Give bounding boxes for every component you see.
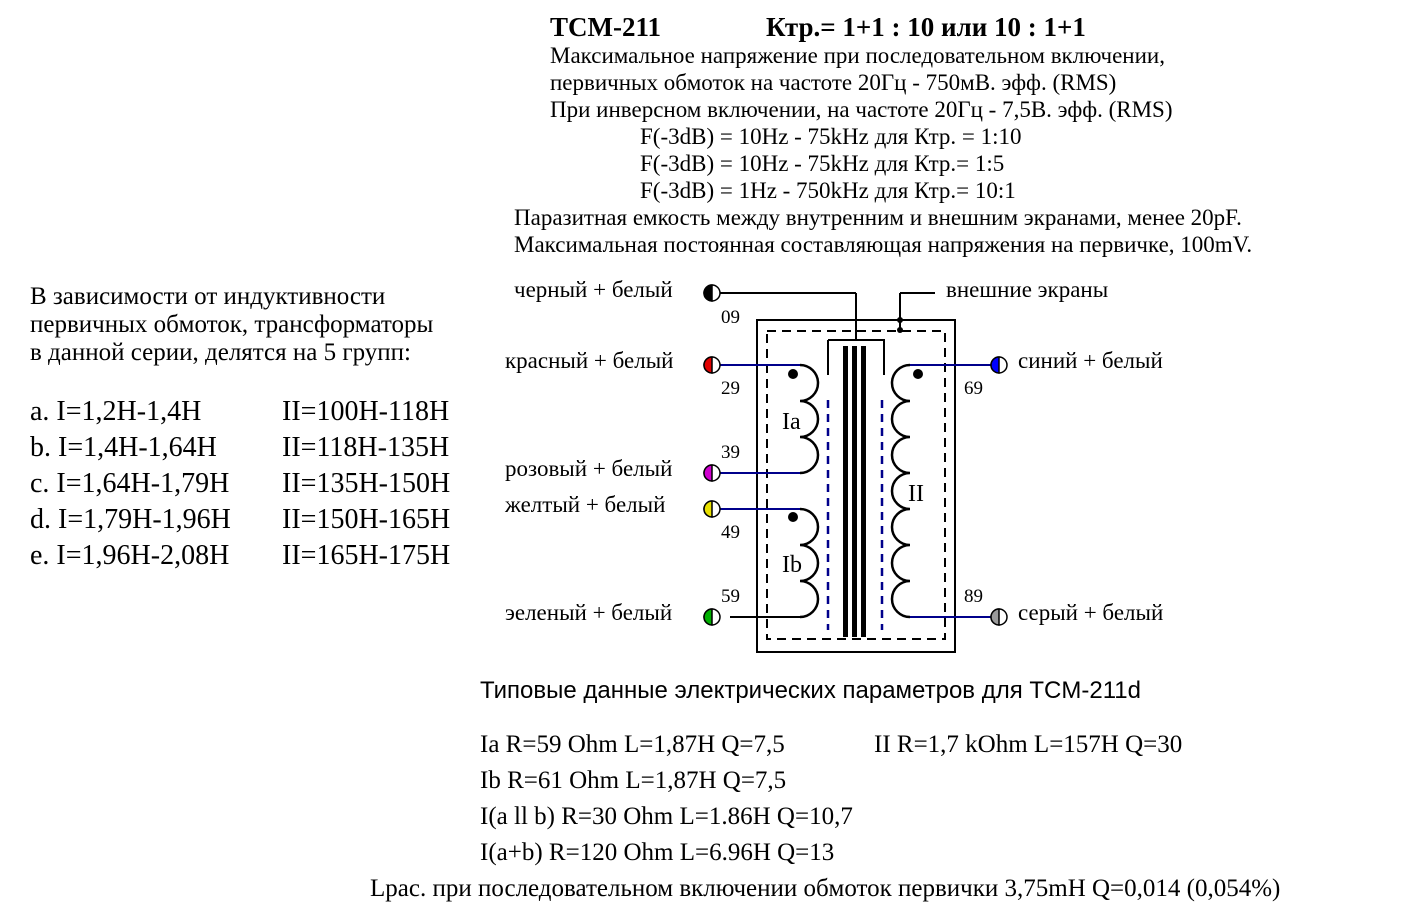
typical-row: Ia R=59 Ohm L=1,87H Q=7,5 <box>480 731 785 758</box>
pin-number: 59 <box>721 586 740 607</box>
group-primary: b. I=1,4H-1,64H <box>30 432 217 463</box>
spec-line: Паразитная емкость между внутренним и вн… <box>514 205 1242 230</box>
terminal-89 <box>990 608 1008 626</box>
group-secondary: II=100H-118H <box>282 396 450 427</box>
spec-line: Максимальная постоянная составляющая нап… <box>514 232 1253 257</box>
wire-label: синий + белый <box>1018 348 1163 373</box>
wire-label: черный + белый <box>514 277 673 302</box>
pin-number: 89 <box>964 586 983 607</box>
model-title: TCM-211 <box>550 12 661 42</box>
core-bar <box>843 346 848 637</box>
wire-label: розовый + белый <box>505 456 673 481</box>
group-secondary: II=150H-165H <box>282 504 451 535</box>
group-primary: c. I=1,64H-1,79H <box>30 468 230 499</box>
shield-junction <box>897 327 903 333</box>
shield-label: внешние экраны <box>946 277 1109 302</box>
pin-number: 69 <box>964 378 983 399</box>
outer-shield <box>766 330 946 640</box>
group-primary: a. I=1,2H-1,4H <box>30 396 202 427</box>
wire-label: красный + белый <box>505 348 674 373</box>
terminal-29 <box>703 356 721 374</box>
terminal-69 <box>990 356 1008 374</box>
spec-line: При инверсном включении, на частоте 20Гц… <box>550 97 1173 122</box>
core-bar <box>861 346 866 637</box>
pin-number: 49 <box>721 522 740 543</box>
group-primary: d. I=1,79H-1,96H <box>30 504 231 535</box>
coil-ii <box>890 363 911 619</box>
terminal-39 <box>703 464 721 482</box>
coil-ib <box>799 507 820 619</box>
terminal-49 <box>703 500 721 518</box>
group-intro-line: В зависимости от индуктивности <box>30 283 386 310</box>
phase-dot <box>788 512 798 522</box>
typical-row: Ib R=61 Ohm L=1,87H Q=7,5 <box>480 767 787 794</box>
pin-number: 39 <box>721 442 740 463</box>
coil-ia <box>799 363 820 475</box>
core-bar <box>852 346 857 637</box>
coil-label-ii: II <box>908 481 924 507</box>
phase-dot <box>788 369 798 379</box>
group-secondary: II=135H-150H <box>282 468 451 499</box>
pin-number: 09 <box>721 307 740 328</box>
leakage-inductance: Lрас. при последовательном включении обм… <box>370 875 1281 902</box>
typical-row: I(a+b) R=120 Ohm L=6.96H Q=13 <box>480 839 835 866</box>
coil-label-ia: Ia <box>782 409 801 435</box>
typical-title: Типовые данные электрических параметров … <box>480 677 1141 704</box>
group-secondary: II=118H-135H <box>282 432 450 463</box>
shield-junction <box>897 317 903 323</box>
core-shield-bracket <box>827 339 885 375</box>
wire-label: эеленый + белый <box>505 600 673 625</box>
terminal-59 <box>703 608 721 626</box>
pin-number: 29 <box>721 378 740 399</box>
phase-dot <box>913 369 923 379</box>
wire-label: серый + белый <box>1018 600 1164 625</box>
group-intro-line: первичных обмоток, трансформаторы <box>30 311 434 338</box>
typical-row: I(a ll b) R=30 Ohm L=1.86H Q=10,7 <box>480 803 853 830</box>
spec-line: первичных обмоток на частоте 20Гц - 750м… <box>550 70 1117 95</box>
wire-label: желтый + белый <box>505 492 666 517</box>
ratio-title: Ктр.= 1+1 : 10 или 10 : 1+1 <box>766 12 1086 42</box>
terminal-09 <box>703 284 721 302</box>
group-secondary: II=165H-175H <box>282 540 451 571</box>
spec-line: F(-3dB) = 10Hz - 75kHz для Ктр. = 1:10 <box>640 124 1022 149</box>
spec-line: Максимальное напряжение при последовател… <box>550 43 1165 68</box>
spec-line: F(-3dB) = 1Hz - 750kHz для Ктр.= 10:1 <box>640 178 1016 203</box>
group-intro-line: в данной серии, делятся на 5 групп: <box>30 339 411 366</box>
spec-line: F(-3dB) = 10Hz - 75kHz для Ктр.= 1:5 <box>640 151 1005 176</box>
typical-row-ii: II R=1,7 kOhm L=157H Q=30 <box>874 731 1183 758</box>
coil-label-ib: Ib <box>782 552 802 578</box>
group-primary: e. I=1,96H-2,08H <box>30 540 230 571</box>
